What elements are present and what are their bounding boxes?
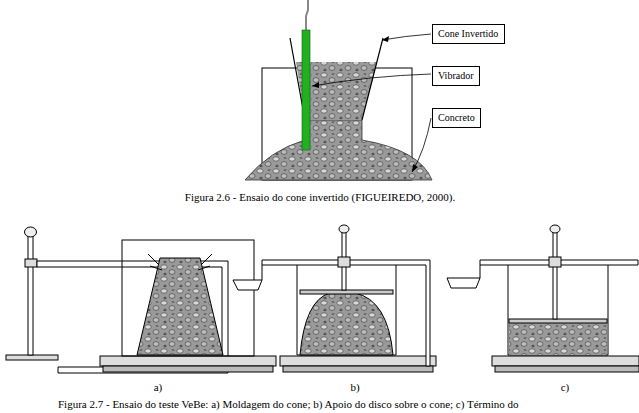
figure-caption: Figura 2.7 - Ensaio do teste VeBe: a) Mo…	[58, 398, 519, 411]
panel-label: b)	[350, 381, 359, 394]
vebe-apparatus-c	[447, 225, 639, 372]
vebe-apparatus-b	[233, 225, 436, 372]
callout-text: Concreto	[438, 112, 475, 124]
panel-label: a)	[154, 381, 163, 394]
callout-text: Cone Invertido	[438, 28, 499, 40]
callout-text: Vibrador	[438, 70, 474, 82]
callout-box: Cone Invertido	[432, 24, 505, 44]
vebe-apparatus-a	[6, 227, 276, 373]
figure-caption: Figura 2.6 - Ensaio do cone invertido (F…	[185, 191, 455, 204]
inverted-cone-test	[245, 0, 432, 180]
panel-label: c)	[561, 381, 570, 394]
callout-box: Vibrador	[432, 66, 480, 86]
callout-box: Concreto	[432, 108, 481, 128]
